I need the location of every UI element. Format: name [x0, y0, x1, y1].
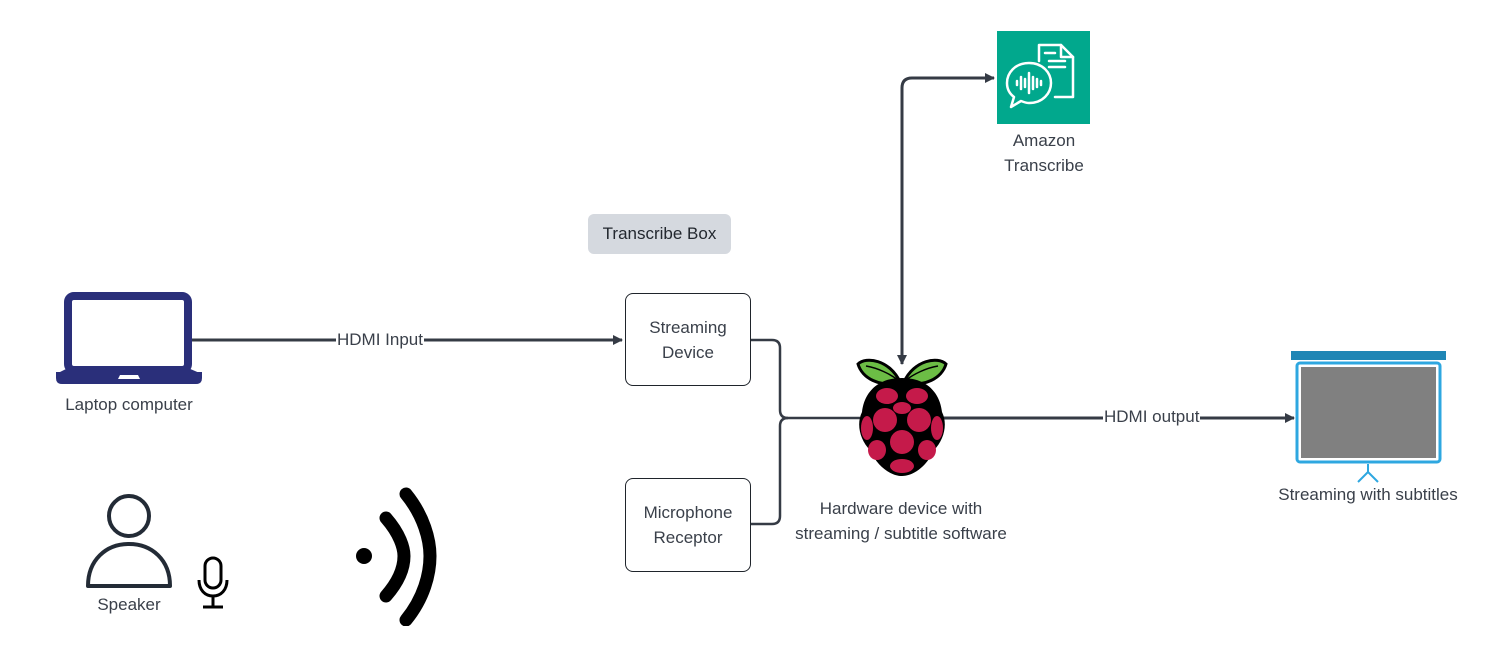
streaming-device-label-2: Device — [662, 342, 714, 362]
screen-label: Streaming with subtitles — [1278, 485, 1458, 504]
hardware-label-1: Hardware device with — [819, 499, 983, 518]
edge-label-hdmi-input: HDMI Input — [336, 330, 424, 350]
person-icon — [86, 494, 172, 588]
hardware-label: Hardware device with streaming / subtitl… — [770, 496, 1032, 546]
group-label: Transcribe Box — [588, 214, 731, 254]
laptop-icon — [56, 292, 202, 384]
group-label-text: Transcribe Box — [602, 224, 717, 243]
microphone-receptor-label-1: Microphone — [643, 503, 733, 522]
transcribe-label: Amazon Transcribe — [980, 128, 1108, 178]
raspberry-pi-icon[interactable] — [852, 352, 952, 480]
edge-streaming-to-hardware — [750, 338, 860, 420]
amazon-transcribe-icon[interactable] — [997, 31, 1090, 124]
microphone-receptor-label-2: Receptor — [653, 528, 723, 547]
speaker-label: Speaker — [97, 595, 161, 614]
projector-screen-icon[interactable] — [1290, 350, 1448, 486]
transcribe-label-2: Transcribe — [1004, 156, 1084, 175]
edge-mic-to-hardware — [750, 416, 789, 526]
hardware-label-2: streaming / subtitle software — [795, 524, 1007, 543]
microphone-receptor-node[interactable]: Microphone Receptor — [625, 478, 751, 572]
transcribe-label-1: Amazon — [1012, 131, 1076, 150]
edge-hardware-transcribe — [897, 73, 995, 365]
streaming-device-label-1: Streaming — [649, 317, 727, 337]
edge-label-hdmi-output: HDMI output — [1103, 407, 1201, 427]
microphone-icon — [197, 556, 229, 609]
streaming-device-node[interactable]: Streaming Device — [625, 293, 751, 386]
sound-wave-icon — [356, 487, 437, 626]
laptop-label: Laptop computer — [65, 395, 193, 414]
